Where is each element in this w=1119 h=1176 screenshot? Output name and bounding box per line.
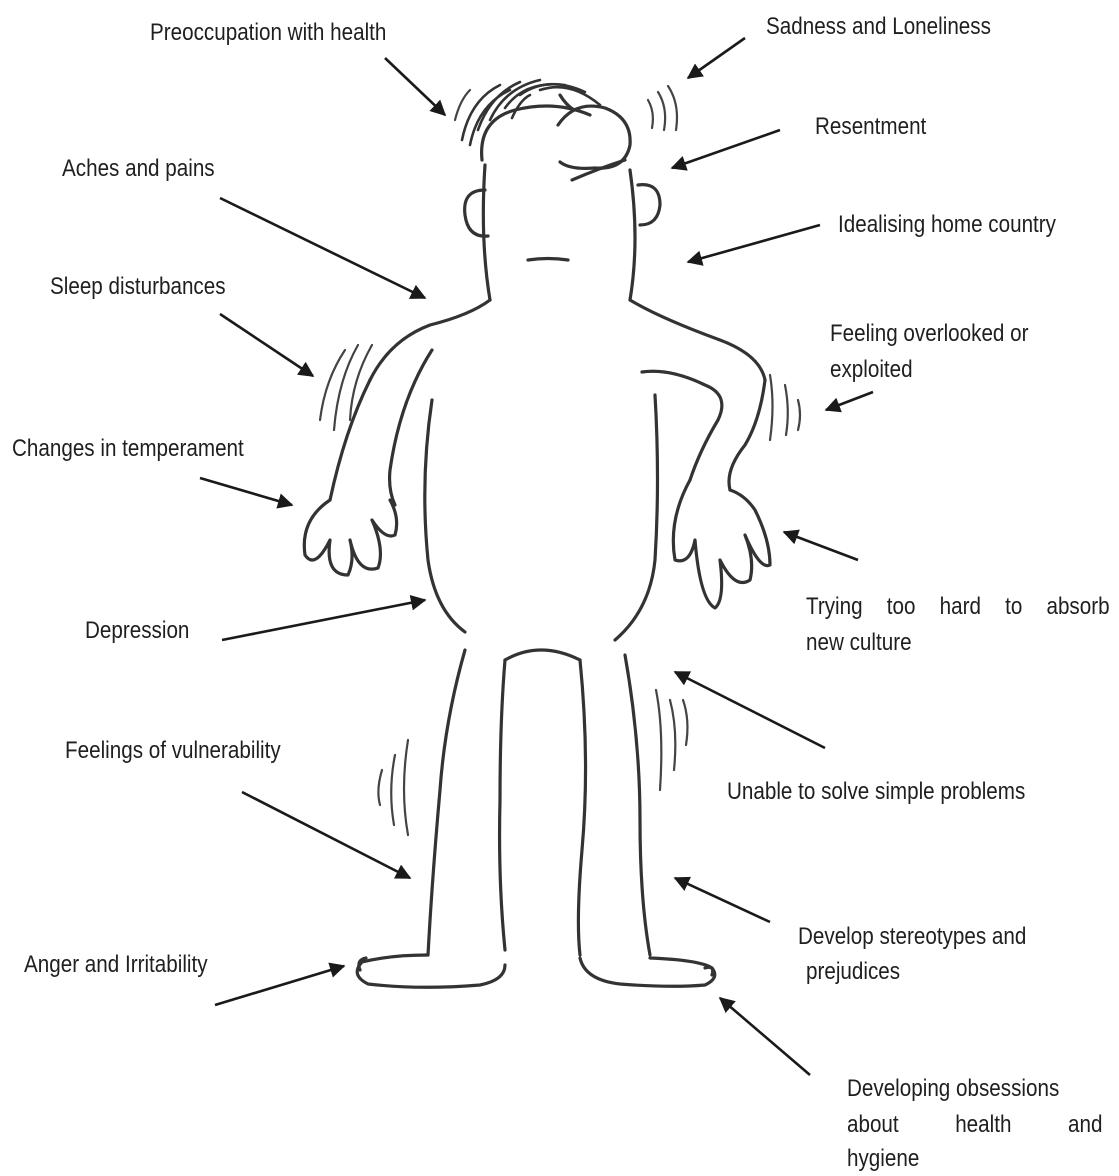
mouth bbox=[528, 259, 568, 261]
arrow-obsessions bbox=[720, 998, 810, 1075]
right-arm bbox=[729, 380, 765, 490]
arrow-anger bbox=[215, 966, 344, 1005]
arrow-temperament bbox=[200, 478, 292, 505]
cartoon-man bbox=[304, 80, 770, 987]
crotch bbox=[505, 650, 580, 660]
label-trying-1: Trying too hard to absorb bbox=[806, 590, 1110, 624]
right-hand bbox=[673, 480, 770, 608]
label-trying-2: new culture bbox=[806, 626, 912, 660]
right-leg-inner bbox=[578, 660, 585, 955]
arrow-idealising bbox=[688, 225, 820, 262]
right-foot bbox=[580, 958, 715, 986]
arrow-preoccupation bbox=[385, 58, 445, 115]
label-depression: Depression bbox=[85, 614, 189, 648]
word: to bbox=[1005, 590, 1022, 624]
label-idealising: Idealising home country bbox=[838, 208, 1056, 242]
label-obsessions-1: Developing obsessions bbox=[847, 1072, 1059, 1106]
label-obsessions-3: hygiene bbox=[847, 1142, 919, 1176]
arrow-resentment bbox=[672, 130, 780, 168]
label-unable: Unable to solve simple problems bbox=[727, 775, 1025, 809]
left-arm bbox=[330, 380, 370, 500]
left-leg-outer bbox=[428, 650, 465, 955]
label-temperament: Changes in temperament bbox=[12, 432, 244, 466]
nose bbox=[558, 106, 630, 168]
label-stereotypes-2: prejudices bbox=[806, 955, 900, 989]
torso-right bbox=[615, 395, 658, 640]
arrow-unable bbox=[675, 672, 825, 748]
word: too bbox=[887, 590, 916, 624]
word: Trying bbox=[806, 590, 863, 624]
word: health bbox=[955, 1108, 1011, 1142]
arrow-vulnerability bbox=[242, 792, 410, 878]
label-vulnerability: Feelings of vulnerability bbox=[65, 734, 281, 768]
arrow-sadness bbox=[688, 38, 745, 78]
label-sadness: Sadness and Loneliness bbox=[766, 10, 991, 44]
label-resentment: Resentment bbox=[815, 110, 926, 144]
label-overlooked-2: exploited bbox=[830, 353, 913, 387]
right-ear bbox=[638, 185, 660, 225]
left-leg-inner bbox=[500, 660, 505, 950]
left-foot bbox=[357, 955, 505, 987]
arrow-overlooked bbox=[826, 392, 873, 410]
label-preoccupation: Preoccupation with health bbox=[150, 16, 386, 50]
arrow-sleep bbox=[220, 314, 313, 376]
left-hand bbox=[304, 500, 396, 575]
head-outline bbox=[482, 106, 590, 160]
word: hard bbox=[940, 590, 981, 624]
label-anger: Anger and Irritability bbox=[24, 948, 208, 982]
label-overlooked-1: Feeling overlooked or bbox=[830, 317, 1028, 351]
label-aches: Aches and pains bbox=[62, 152, 215, 186]
right-leg-outer bbox=[625, 655, 650, 955]
arrow-aches bbox=[220, 198, 425, 298]
frown bbox=[572, 160, 625, 180]
word: absorb bbox=[1046, 590, 1109, 624]
word: and bbox=[1068, 1108, 1102, 1142]
label-sleep: Sleep disturbances bbox=[50, 270, 226, 304]
label-obsessions-2: about health and bbox=[847, 1108, 1102, 1142]
arrow-trying bbox=[784, 532, 858, 560]
word: about bbox=[847, 1108, 899, 1142]
arrow-stereotypes bbox=[675, 878, 770, 922]
label-stereotypes-1: Develop stereotypes and bbox=[798, 920, 1026, 954]
torso-left bbox=[425, 400, 465, 632]
arrows bbox=[200, 38, 873, 1075]
arrow-depression bbox=[222, 600, 425, 640]
